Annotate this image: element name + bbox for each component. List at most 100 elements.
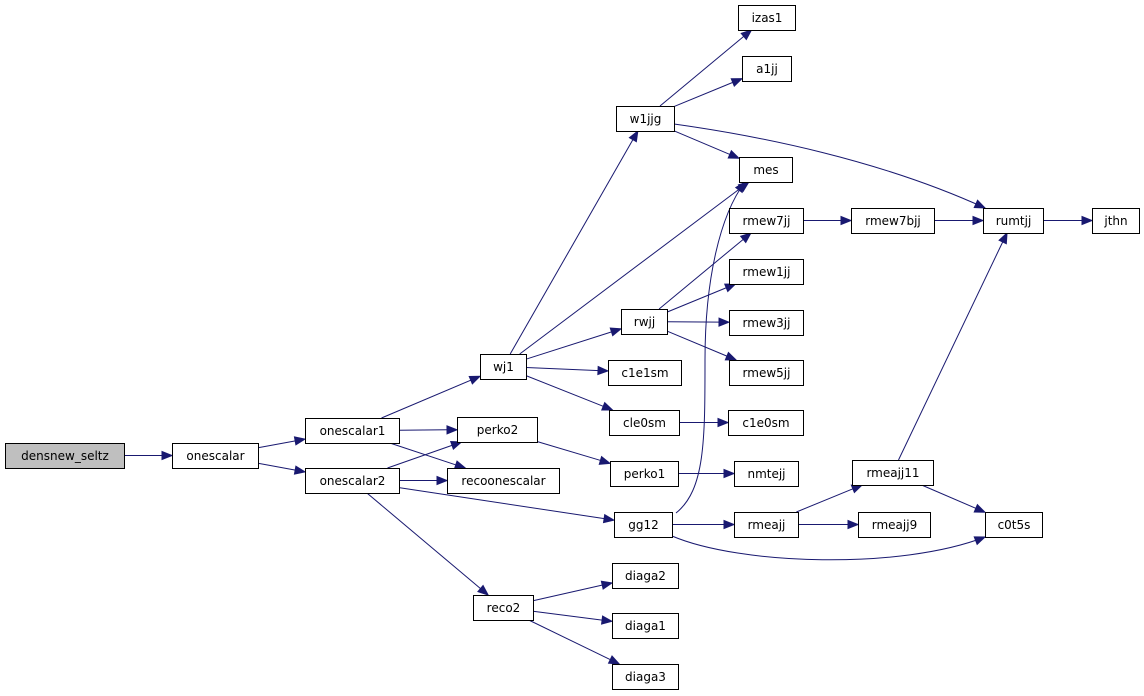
node-label: rmeajj: [748, 518, 786, 532]
node-label: c0t5s: [998, 518, 1031, 532]
node-rumtjj[interactable]: rumtjj: [983, 208, 1044, 234]
edge-cle0sm-to-c1e0sm: [679, 417, 730, 428]
edge-line: [366, 492, 482, 590]
node-box: [729, 259, 804, 285]
node-perko1[interactable]: perko1: [610, 461, 679, 487]
arrowhead-icon: [601, 401, 614, 411]
node-box: [729, 208, 804, 234]
node-label: onescalar: [186, 449, 244, 463]
node-box: [305, 468, 400, 494]
node-label: rumtjj: [996, 214, 1032, 228]
node-recoonescalar[interactable]: recoonescalar: [447, 468, 560, 494]
node-label: densnew_seltz: [21, 449, 109, 463]
node-cle0sm[interactable]: cle0sm: [609, 410, 680, 436]
node-box: [852, 460, 934, 486]
node-wj1[interactable]: wj1: [480, 354, 527, 380]
node-box: [473, 595, 534, 621]
node-rmew5jj[interactable]: rmew5jj: [729, 360, 804, 386]
node-izas1[interactable]: izas1: [738, 5, 796, 31]
node-box: [608, 360, 682, 386]
node-label: perko1: [624, 467, 665, 481]
node-box: [728, 410, 804, 436]
node-label: diaga1: [625, 619, 666, 633]
node-onescalar1[interactable]: onescalar1: [305, 418, 400, 444]
node-rwjj[interactable]: rwjj: [621, 309, 668, 335]
node-label: a1jj: [756, 62, 778, 76]
edge-rwjj-to-rmew1jj: [666, 283, 737, 313]
arrowhead-icon: [602, 513, 616, 524]
arrowhead-icon: [718, 317, 731, 327]
edge-line: [532, 610, 604, 621]
node-diaga3[interactable]: diaga3: [612, 664, 679, 690]
node-onescalar2[interactable]: onescalar2: [305, 468, 400, 494]
arrowhead-icon: [446, 425, 459, 435]
arrowhead-icon: [293, 436, 307, 446]
edge-onescalar2-to-reco2: [366, 492, 490, 596]
node-a1jj[interactable]: a1jj: [742, 56, 792, 82]
edge-wj1-to-c1e1sm: [525, 365, 610, 376]
edge-reco2-to-diaga2: [532, 580, 614, 602]
node-densnew_seltz[interactable]: densnew_seltz: [5, 443, 125, 469]
node-w1jjg[interactable]: w1jjg: [616, 106, 675, 132]
arrowhead-icon: [468, 375, 482, 385]
node-rmeajj11[interactable]: rmeajj11: [852, 460, 934, 486]
node-nmtejj[interactable]: nmtejj: [734, 461, 799, 487]
node-label: c1e0sm: [742, 416, 789, 430]
edge-line: [519, 187, 742, 355]
node-reco2[interactable]: reco2: [473, 595, 534, 621]
edge-wj1-to-rwjj: [525, 327, 623, 360]
node-label: jthn: [1103, 214, 1127, 228]
node-rmew1jj[interactable]: rmew1jj: [729, 259, 804, 285]
edge-perko1-to-nmtejj: [678, 468, 736, 479]
node-rmew3jj[interactable]: rmew3jj: [729, 310, 804, 336]
node-label: reco2: [487, 601, 521, 615]
edge-onescalar2-to-recoonescalar: [399, 475, 449, 486]
arrowhead-icon: [740, 29, 753, 41]
node-perko2[interactable]: perko2: [457, 417, 538, 443]
node-box: [610, 461, 679, 487]
node-onescalar[interactable]: onescalar: [172, 443, 259, 469]
edge-line: [666, 286, 728, 313]
arrowhead-icon: [293, 465, 307, 475]
node-diaga2[interactable]: diaga2: [612, 563, 679, 589]
arrowhead-icon: [628, 129, 639, 143]
node-rmew7bjj[interactable]: rmew7bjj: [851, 208, 935, 234]
node-label: c1e1sm: [621, 366, 668, 380]
edge-line: [257, 462, 297, 471]
node-label: w1jjg: [630, 112, 662, 126]
arrowhead-icon: [850, 484, 864, 494]
node-diaga1[interactable]: diaga1: [612, 613, 679, 639]
arrowhead-icon: [739, 232, 752, 244]
node-rmeajj[interactable]: rmeajj: [734, 512, 799, 538]
arrowhead-icon: [453, 460, 467, 470]
edge-rwjj-to-rmew3jj: [666, 317, 731, 327]
node-label: izas1: [752, 11, 783, 25]
node-label: perko2: [477, 423, 518, 437]
edge-rmeajj-to-rmeajj9: [798, 519, 860, 530]
arrowhead-icon: [734, 180, 746, 194]
edge-line: [673, 130, 731, 156]
edge-rumtjj-to-jthn: [1043, 215, 1094, 226]
node-rmeajj9[interactable]: rmeajj9: [858, 512, 931, 538]
arrowhead-icon: [477, 584, 490, 596]
node-jthn[interactable]: jthn: [1092, 208, 1140, 234]
edge-line: [525, 331, 613, 360]
edge-w1jjg-to-a1jj: [673, 78, 744, 108]
arrowhead-icon: [449, 441, 463, 450]
node-c1e1sm[interactable]: c1e1sm: [608, 360, 682, 386]
edge-line: [528, 619, 612, 661]
node-label: rmew1jj: [743, 265, 791, 279]
arrowhead-icon: [717, 417, 730, 428]
node-box: [621, 309, 668, 335]
edge-w1jjg-to-mes: [673, 130, 741, 159]
node-mes[interactable]: mes: [739, 157, 793, 183]
node-c0t5s[interactable]: c0t5s: [985, 512, 1043, 538]
node-box: [609, 410, 680, 436]
node-label: rmew5jj: [743, 366, 791, 380]
edge-line: [257, 440, 297, 449]
node-gg12[interactable]: gg12: [614, 512, 673, 538]
node-rmew7jj[interactable]: rmew7jj: [729, 208, 804, 234]
node-c1e0sm[interactable]: c1e0sm: [728, 410, 804, 436]
node-box: [5, 443, 125, 469]
